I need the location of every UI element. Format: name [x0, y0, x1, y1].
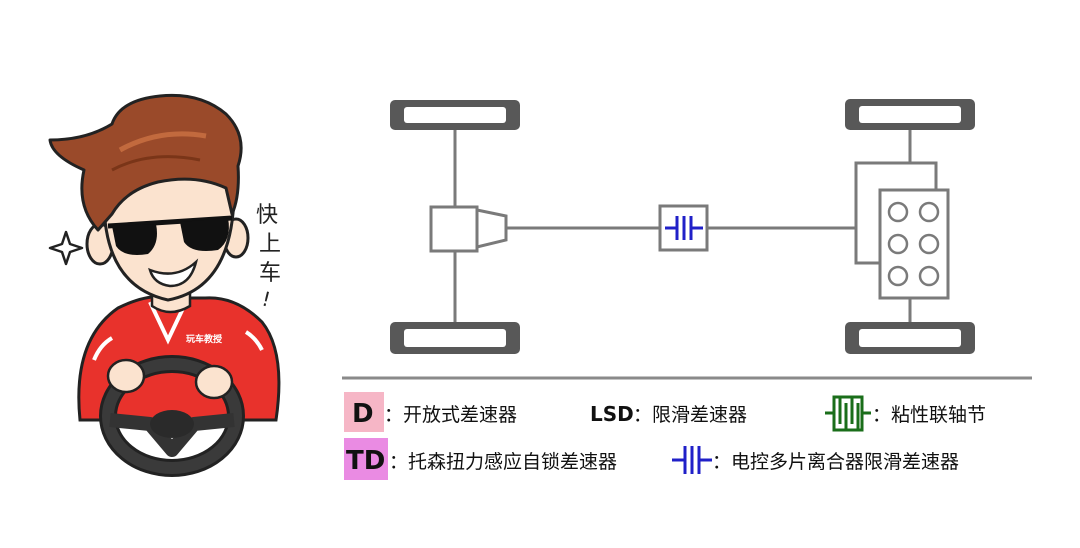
tire-front-right — [845, 99, 975, 130]
speech-char-4: ! — [259, 286, 273, 311]
legend-multi-plate-clutch: ：电控多片离合器限滑差速器 — [672, 446, 959, 474]
clutch-legend-text: ：电控多片离合器限滑差速器 — [712, 451, 959, 473]
d-badge-label: D — [352, 399, 374, 429]
speech-char-3: 车 — [259, 261, 281, 286]
legend-open-differential: D ：开放式差速器 — [344, 392, 517, 432]
d-legend-text: ：开放式差速器 — [384, 404, 517, 426]
diff-neck — [475, 208, 508, 249]
sparkle-icon — [48, 230, 84, 266]
d-badge — [344, 392, 384, 432]
td-legend-text: ：托森扭力感应自锁差速器 — [389, 451, 617, 473]
tire-front-left — [390, 100, 520, 130]
speech-char-2: 上 — [259, 232, 281, 257]
legend-limited-slip: LSD ：限滑差速器 — [590, 402, 747, 426]
legend: D ：开放式差速器 LSD ：限滑差速器 ：粘性联轴节 TD ：托森扭力感应自锁… — [344, 392, 986, 480]
engine-block — [878, 188, 950, 300]
sunglasses — [107, 215, 233, 255]
viscous-legend-text: ：粘性联轴节 — [872, 404, 986, 426]
tire-rear-left — [390, 322, 520, 354]
center-multi-plate-clutch — [658, 204, 709, 252]
td-badge-label: TD — [346, 446, 385, 476]
legend-torsen: TD ：托森扭力感应自锁差速器 — [344, 438, 617, 480]
multi-plate-clutch-icon — [672, 446, 712, 474]
tire-rear-right — [845, 322, 975, 354]
lsd-label: LSD — [590, 402, 634, 426]
left-differential — [429, 205, 479, 253]
mascot-illustration: 玩车教授 快 上 车 — [48, 93, 281, 477]
steering-wheel-icon — [99, 355, 245, 477]
mascot-grin — [148, 258, 199, 288]
lsd-legend-text: ：限滑差速器 — [633, 404, 747, 426]
mascot-hair — [48, 93, 243, 232]
right-hand — [194, 364, 234, 400]
speech-char-1: 快 — [256, 203, 278, 228]
viscous-coupling-icon — [825, 395, 871, 432]
drivetrain — [390, 99, 975, 354]
left-hand — [106, 358, 146, 394]
jacket-logo: 玩车教授 — [186, 333, 223, 345]
td-badge — [344, 438, 388, 480]
legend-viscous-coupling: ：粘性联轴节 — [825, 395, 986, 432]
